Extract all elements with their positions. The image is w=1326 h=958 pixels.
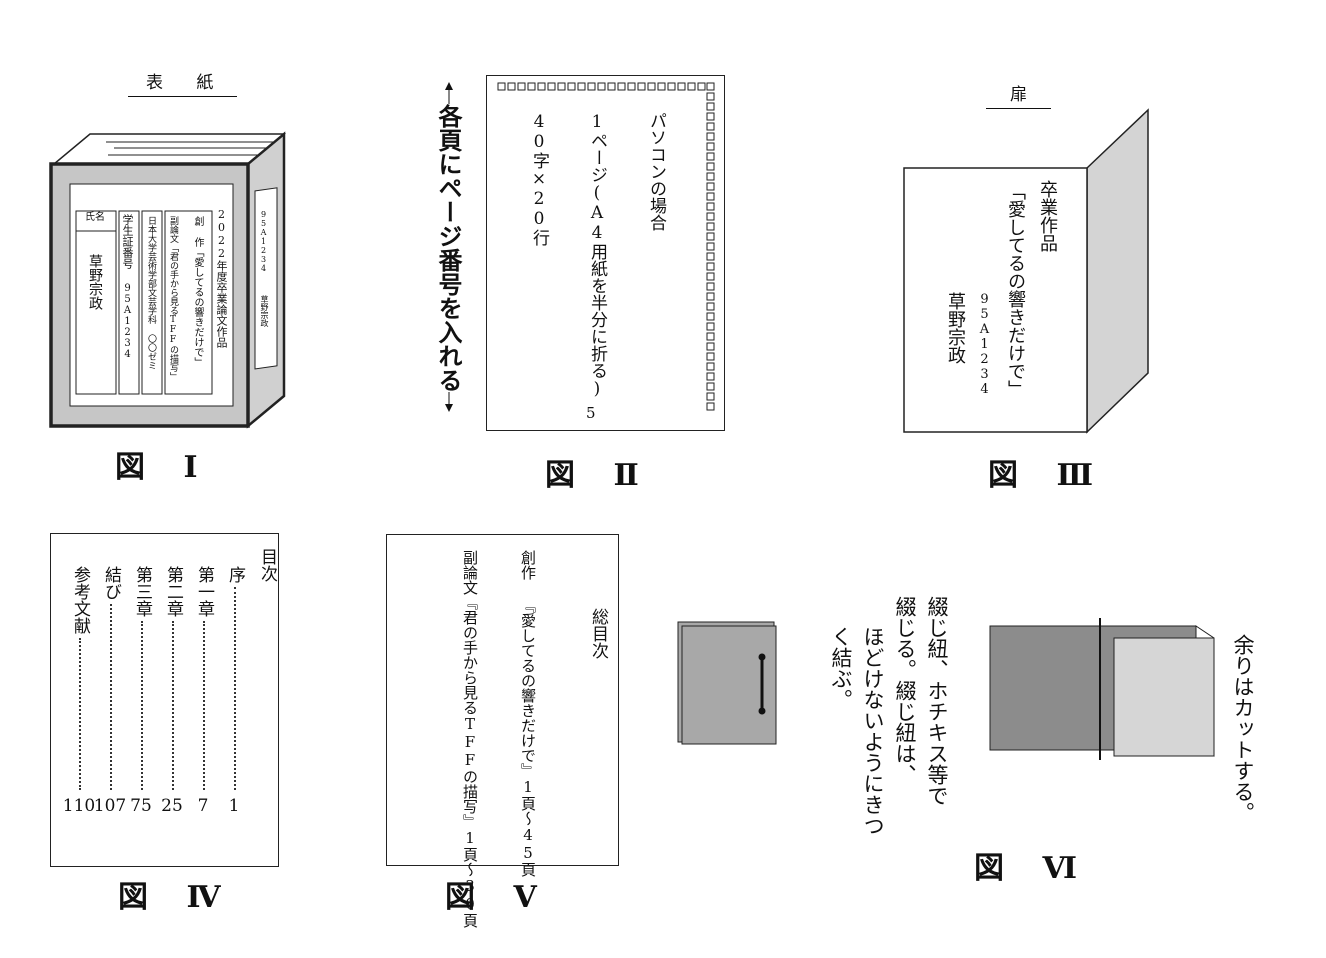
fig4-label: 図 Ⅳ <box>118 880 235 915</box>
toc-item-leader <box>172 621 174 790</box>
fig1-label: 図 Ⅰ <box>115 450 212 485</box>
toc-item-leader <box>203 621 205 790</box>
toc-item-leader <box>141 621 143 790</box>
toc-item-page: 107 <box>93 796 127 816</box>
fig2-label: 図 Ⅱ <box>545 458 653 493</box>
fig1-year: 2022年度卒業論文作品 <box>215 208 228 348</box>
toc-item-title: 第一章 <box>194 566 214 617</box>
fig3-door-drawing <box>903 108 1149 434</box>
fig1-id: 95A1234 <box>122 283 133 360</box>
fig2-page <box>486 75 725 431</box>
fig6-stapled-booklet <box>677 621 777 745</box>
fig6-text-col4: く結ぶ。 <box>829 626 853 710</box>
toc-item-title: 第三章 <box>132 566 152 617</box>
fig5-line1: 創作 『愛してるの響きだけで』1頁〜45頁 <box>519 550 537 877</box>
fig6-text-col2: 綴じる。綴じ紐は、 <box>893 596 917 785</box>
toc-item-title: 参考文献 <box>70 566 90 634</box>
toc-item-page: 7 <box>197 796 209 816</box>
toc-item-title: 序 <box>225 566 245 583</box>
fig6-cut-note: 余りはカットする。 <box>1231 634 1255 823</box>
fig3-label: 図 Ⅲ <box>988 458 1107 493</box>
toc-item-page: 110 <box>62 796 96 816</box>
fig4-page <box>50 533 279 867</box>
toc-item-page: 75 <box>130 796 152 816</box>
toc-item-title: 結び <box>101 566 121 600</box>
fig1-book-drawing <box>49 131 287 429</box>
fig1-name: 草野宗政 <box>87 254 103 310</box>
fig1-sub: 副論文「君の手から見るTFFの描写」 <box>168 216 178 381</box>
fig5-line2: 副論文『君の手から見るTFFの描写』1頁〜30頁 <box>461 550 479 928</box>
fig6-binding-drawing <box>989 618 1215 760</box>
fig1-name-label: 氏名 <box>85 212 105 223</box>
toc-item-page: 25 <box>161 796 183 816</box>
fig2-line1: パソコンの場合 <box>646 112 666 231</box>
toc-item-page: 1 <box>228 796 240 816</box>
fig1-id-label: 学生証番号 <box>121 214 134 269</box>
fig1-spine-name: 草野宗政 <box>260 295 269 327</box>
fig1-work: 創 作「愛してるの響きだけで」 <box>192 216 203 367</box>
fig1-spine-id: 95A1234 <box>259 210 268 273</box>
fig2-line3: 40字×20行 <box>529 112 549 246</box>
fig2-grid-squares <box>497 82 715 411</box>
fig1-faculty: 日本大学芸術学部文芸学科 〇〇ゼミ <box>146 216 156 370</box>
toc-item-leader <box>79 638 81 790</box>
fig2-page-number: 5 <box>586 404 596 422</box>
fig6-text-col3: ほどけないようにきつ <box>861 626 885 836</box>
fig5-label: 図 Ⅴ <box>445 880 551 915</box>
fig6-label: 図 Ⅵ <box>974 851 1091 886</box>
fig3-line1: 卒業作品 <box>1037 180 1058 252</box>
fig3-line2: 「愛してるの響きだけで」 <box>1005 182 1026 398</box>
toc-item-leader <box>110 604 112 790</box>
fig5-page <box>386 534 619 866</box>
fig5-heading: 総目次 <box>588 608 608 659</box>
fig3-title: 扉 <box>986 80 1051 109</box>
fig3-line3: 95A1234 <box>977 292 992 397</box>
fig4-heading: 目次 <box>257 548 277 582</box>
toc-item-leader <box>234 587 236 790</box>
toc-item-title: 第二章 <box>163 566 183 617</box>
fig3-line4: 草野宗政 <box>945 292 966 364</box>
fig2-line2: 1ページ(A4用紙を半分に折る) <box>587 112 607 399</box>
fig6-text-col1: 綴じ紐、ホチキス等で <box>925 596 949 806</box>
fig1-title: 表 紙 <box>128 68 238 97</box>
fig2-arrow-text: 各頁にページ番号を入れる <box>434 104 463 392</box>
